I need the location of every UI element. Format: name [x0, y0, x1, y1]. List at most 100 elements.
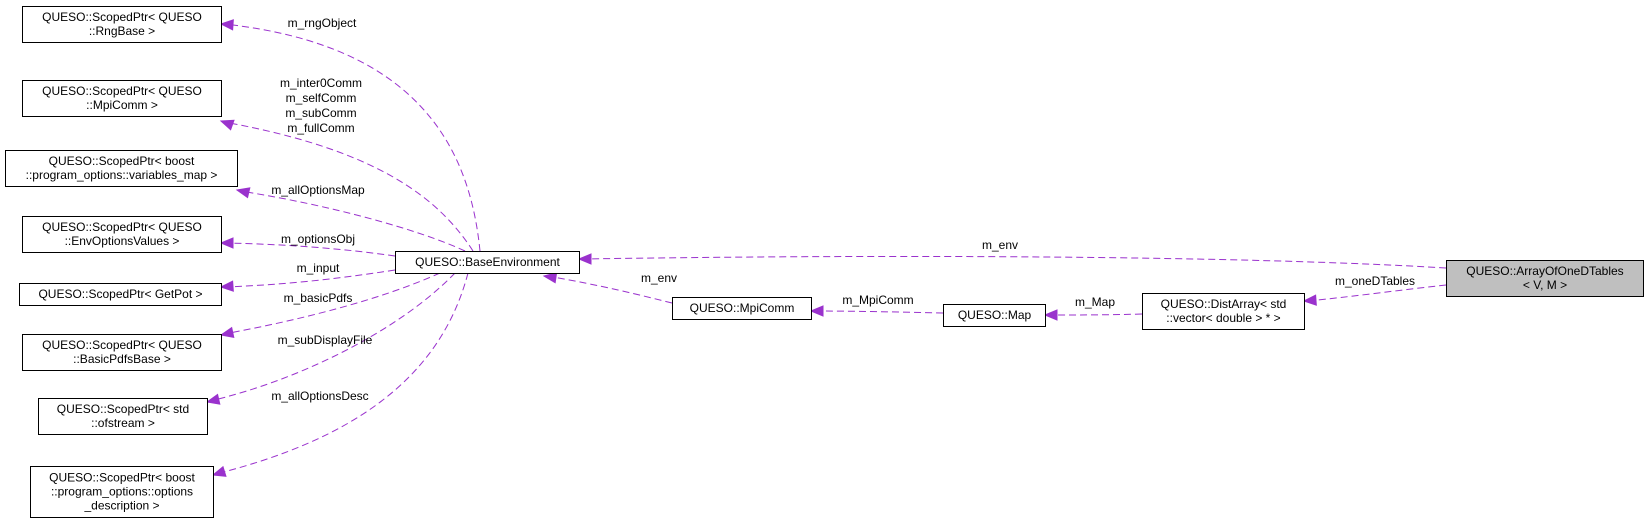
node-box: [943, 304, 1046, 327]
node-label: QUESO::ScopedPtr< QUESO: [42, 84, 202, 98]
node-box: [5, 150, 238, 187]
node-label: _description >: [83, 499, 159, 513]
node-label: QUESO::ScopedPtr< std: [57, 402, 189, 416]
edge-mpi: m_inter0Commm_selfCommm_subCommm_fullCom…: [219, 76, 474, 252]
arrow-head: [219, 119, 235, 131]
node-box: [1142, 293, 1305, 330]
edge-line: [223, 272, 441, 335]
edge-label: m_rngObject: [288, 16, 357, 30]
edge-label: m_MpiComm: [842, 293, 913, 307]
node-label: < V, M >: [1523, 278, 1567, 292]
node-gp[interactable]: QUESO::ScopedPtr< GetPot >: [19, 283, 222, 306]
edge-line: [223, 121, 474, 252]
arrow-head: [219, 326, 235, 339]
edge-label: m_subDisplayFile: [278, 333, 373, 347]
node-be[interactable]: QUESO::BaseEnvironment: [395, 251, 580, 274]
node-bpdf[interactable]: QUESO::ScopedPtr< QUESO::BasicPdfsBase >: [22, 334, 222, 371]
node-label: QUESO::ArrayOfOneDTables: [1466, 264, 1623, 278]
node-vmap[interactable]: QUESO::ScopedPtr< boost::program_options…: [5, 150, 238, 187]
node-label: ::BasicPdfsBase >: [73, 352, 171, 366]
node-label: ::MpiComm >: [86, 98, 158, 112]
edge-label: m_env: [982, 238, 1018, 252]
node-opd[interactable]: QUESO::ScopedPtr< boost::program_options…: [30, 466, 214, 518]
node-label: QUESO::MpiComm: [690, 301, 795, 315]
edge-label: m_allOptionsMap: [271, 183, 365, 197]
node-label: ::program_options::options: [51, 485, 193, 499]
arrow-head: [219, 19, 234, 31]
arrow-head: [809, 305, 824, 317]
edge-label: m_basicPdfs: [284, 291, 353, 305]
node-box: [22, 80, 222, 117]
node-box: [22, 216, 222, 253]
node-label: QUESO::ScopedPtr< boost: [49, 471, 195, 485]
edge-label: m_inter0Comm: [280, 76, 362, 90]
edge-onedt: m_oneDTables: [1302, 274, 1447, 306]
edge-env: m_optionsObj: [219, 232, 396, 257]
edge-be-env: m_env: [577, 238, 1447, 269]
node-label: QUESO::ScopedPtr< boost: [49, 154, 195, 168]
node-label: QUESO::ScopedPtr< GetPot >: [38, 287, 202, 301]
edge-line: [223, 23, 481, 252]
edge-label: m_subComm: [285, 106, 356, 120]
edge-rng: m_rngObject: [219, 16, 481, 252]
edge-gp: m_input: [219, 261, 396, 292]
arrow-head: [1043, 309, 1058, 321]
node-label: ::ofstream >: [91, 416, 155, 430]
node-box: [19, 283, 222, 306]
edge-label: m_env: [641, 271, 677, 285]
edge-label: m_input: [297, 261, 340, 275]
node-mpi[interactable]: QUESO::ScopedPtr< QUESO::MpiComm >: [22, 80, 222, 117]
edge-line: [1306, 284, 1447, 302]
node-mc[interactable]: QUESO::MpiComm: [672, 297, 812, 320]
edge-opd: m_allOptionsDesc: [211, 272, 469, 477]
node-box: [1446, 260, 1644, 297]
node-box: [672, 297, 812, 320]
edge-line: [239, 190, 466, 252]
arrow-head: [542, 272, 558, 284]
edge-line: [215, 272, 469, 475]
node-label: ::RngBase >: [89, 24, 155, 38]
edge-label: m_optionsObj: [281, 232, 355, 246]
node-label: ::EnvOptionsValues >: [65, 234, 180, 248]
edge-mc-env: m_env: [542, 271, 677, 304]
node-box: [395, 251, 580, 274]
node-label: ::vector< double > * >: [1166, 311, 1280, 325]
node-box: [38, 398, 208, 435]
node-label: QUESO::BaseEnvironment: [415, 255, 560, 269]
edge-label: m_selfComm: [286, 91, 357, 105]
node-label: ::program_options::variables_map >: [26, 168, 218, 182]
node-ofs[interactable]: QUESO::ScopedPtr< std::ofstream >: [38, 398, 208, 435]
arrow-head: [577, 253, 592, 265]
edge-line: [1047, 313, 1143, 316]
node-label: QUESO::ScopedPtr< QUESO: [42, 220, 202, 234]
arrow-head: [219, 237, 234, 249]
node-ao[interactable]: QUESO::ArrayOfOneDTables< V, M >: [1446, 260, 1644, 297]
edge-label: m_oneDTables: [1335, 274, 1415, 288]
arrow-head: [1302, 294, 1317, 306]
node-box: [22, 334, 222, 371]
node-label: QUESO::DistArray< std: [1161, 297, 1287, 311]
node-box: [30, 466, 214, 518]
edge-bpdf: m_basicPdfs: [219, 272, 441, 339]
edge-vmap: m_allOptionsMap: [235, 183, 466, 252]
node-rng[interactable]: QUESO::ScopedPtr< QUESO::RngBase >: [22, 6, 222, 43]
edge-label: m_Map: [1075, 295, 1115, 309]
node-env[interactable]: QUESO::ScopedPtr< QUESO::EnvOptionsValue…: [22, 216, 222, 253]
edge-line: [546, 275, 673, 304]
edge-label: m_allOptionsDesc: [271, 389, 368, 403]
node-label: QUESO::Map: [958, 308, 1032, 322]
arrow-head: [235, 187, 251, 199]
edge-mpicomm: m_MpiComm: [809, 293, 944, 317]
edge-ofs: m_subDisplayFile: [205, 272, 456, 405]
node-label: QUESO::ScopedPtr< QUESO: [42, 338, 202, 352]
edge-map: m_Map: [1043, 295, 1143, 321]
node-da[interactable]: QUESO::DistArray< std::vector< double > …: [1142, 293, 1305, 330]
edge-line: [223, 269, 396, 288]
edge-line: [581, 255, 1447, 269]
node-map[interactable]: QUESO::Map: [943, 304, 1046, 327]
edge-label: m_fullComm: [287, 121, 354, 135]
node-box: [22, 6, 222, 43]
node-label: QUESO::ScopedPtr< QUESO: [42, 10, 202, 24]
edge-line: [209, 272, 456, 402]
